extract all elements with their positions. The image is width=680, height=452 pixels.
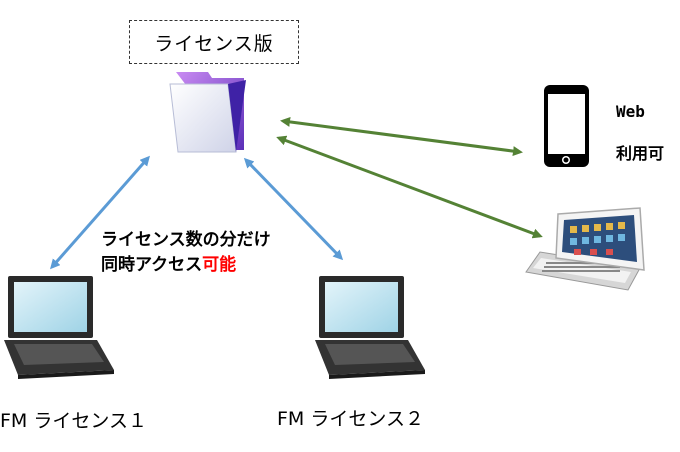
caption-line2-emphasis: 可能 xyxy=(202,255,237,275)
client2-license-label: FM ライセンス２ xyxy=(277,408,424,430)
tablet-keyboard-icon xyxy=(525,207,645,291)
smartphone-icon xyxy=(544,85,589,167)
concurrent-access-caption-line1: ライセンス数の分だけ xyxy=(101,230,271,250)
concurrent-access-caption-line2: 同時アクセス可能 xyxy=(101,250,236,275)
laptop-icon xyxy=(4,276,114,379)
filemaker-folder-icon xyxy=(169,72,246,153)
arrow-server-smartphone xyxy=(280,116,523,157)
web-available-label: 利用可 xyxy=(616,144,665,163)
arrow-server-tablet xyxy=(276,135,543,239)
arrow-server-client1 xyxy=(50,155,150,270)
caption-line2-prefix: 同時アクセス xyxy=(101,255,203,275)
client1-license-label: FM ライセンス１ xyxy=(0,410,147,432)
license-version-label: ライセンス版 xyxy=(129,20,299,64)
license-version-text: ライセンス版 xyxy=(154,32,274,55)
web-label: Web xyxy=(616,102,645,121)
laptop-icon xyxy=(315,276,425,379)
